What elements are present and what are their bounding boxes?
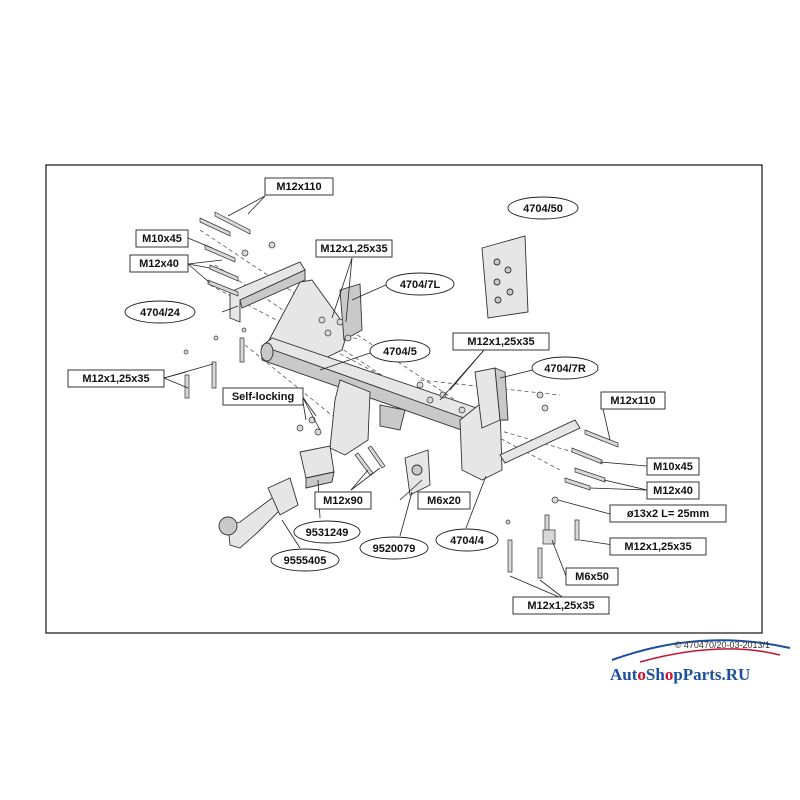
- bolt-set-self-locking: [296, 416, 386, 476]
- label-m12x125x35-right: M12x1,25x35: [624, 541, 691, 553]
- bolt-set-right: [544, 429, 619, 541]
- bolt-set-center-right: [416, 381, 549, 414]
- label-m12x125x35-bottom: M12x1,25x35: [527, 600, 594, 612]
- label-9555405: 9555405: [284, 555, 327, 567]
- label-self-locking: Self-locking: [232, 391, 294, 403]
- label-m12x125x35-top: M12x1,25x35: [320, 243, 387, 255]
- label-m12x40-right: M12x40: [653, 485, 693, 497]
- label-m12x40-left: M12x40: [139, 258, 179, 270]
- label-m6x20: M6x20: [427, 495, 461, 507]
- label-diameter-13x2: ø13x2 L= 25mm: [627, 508, 709, 520]
- label-9520079: 9520079: [373, 543, 416, 555]
- label-m6x50: M6x50: [575, 571, 609, 583]
- diagram-frame: [45, 164, 763, 634]
- label-m12x125x35-mid: M12x1,25x35: [467, 336, 534, 348]
- label-m12x110-right: M12x110: [610, 395, 655, 407]
- label-9531249: 9531249: [306, 527, 349, 539]
- label-4704-4: 4704/4: [450, 535, 485, 547]
- watermark-swoosh-icon: [611, 639, 791, 661]
- labels: M12x110 M10x45 M12x40 4704/24 M12x1,25x3…: [67, 177, 727, 615]
- label-m12x90: M12x90: [323, 495, 363, 507]
- watermark-text: AutoShopParts.RU: [610, 665, 750, 684]
- label-m10x45-right: M10x45: [653, 461, 693, 473]
- label-m10x45-left: M10x45: [142, 233, 182, 245]
- label-m12x125x35-left: M12x1,25x35: [82, 373, 149, 385]
- center-bracket: [329, 379, 371, 456]
- right-arm: [499, 419, 581, 464]
- leader-lines: [163, 195, 648, 601]
- bolt-set-upper-left: [199, 211, 352, 342]
- footer: © 470470/20-03-2013/1 AutoShopParts.RU: [610, 639, 791, 684]
- plate-4704-50: [481, 235, 529, 319]
- label-4704-5: 4704/5: [383, 346, 417, 358]
- label-4704-24: 4704/24: [140, 307, 181, 319]
- bolt-set-lower-left: [183, 327, 247, 399]
- label-4704-50: 4704/50: [523, 203, 563, 215]
- label-m12x110-top: M12x110: [276, 181, 321, 193]
- label-4704-7l: 4704/7L: [400, 279, 441, 291]
- copyright-text: © 470470/20-03-2013/1: [675, 640, 770, 650]
- ball-hitch-9555405: [227, 497, 286, 549]
- label-4704-7r: 4704/7R: [544, 363, 586, 375]
